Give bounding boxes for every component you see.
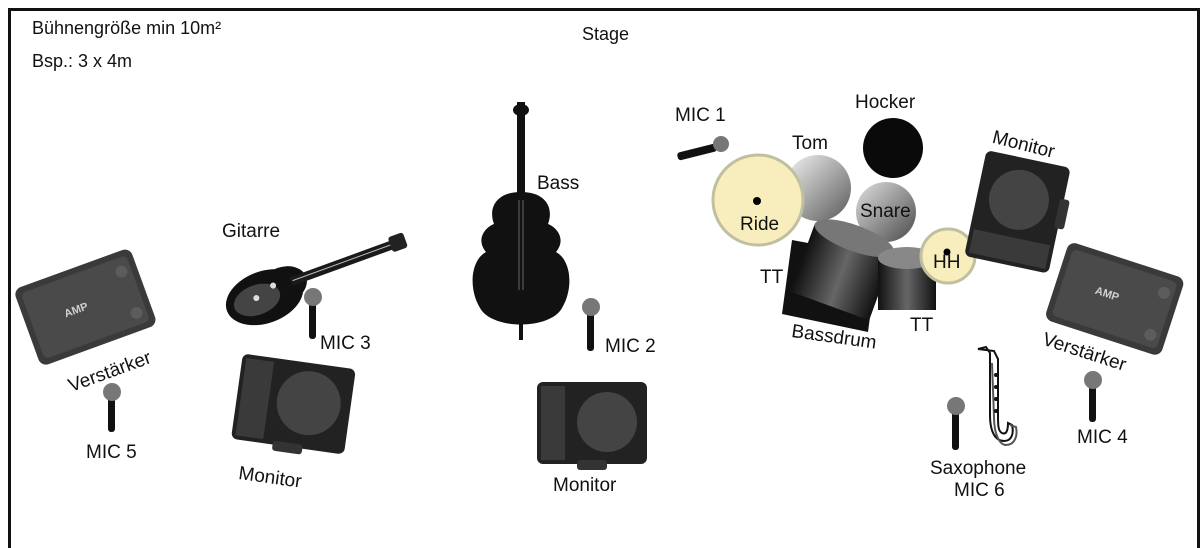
mic6-label: MIC 6 <box>954 480 1005 501</box>
mic6-icon <box>947 397 965 450</box>
mic1-icon <box>677 136 729 161</box>
mic4-icon <box>1084 371 1102 422</box>
tt-left-label: TT <box>760 267 784 288</box>
stage-frame <box>8 8 1200 548</box>
guitar-icon <box>225 232 408 326</box>
amp-left-icon: AMP <box>15 249 156 365</box>
stage-example-note: Bsp.: 3 x 4m <box>32 51 133 71</box>
mic2-label: MIC 2 <box>605 336 656 357</box>
mic1-label: MIC 1 <box>675 105 726 126</box>
mic3-label: MIC 3 <box>320 333 371 354</box>
mic2-icon <box>582 298 600 351</box>
hocker-label: Hocker <box>855 92 916 113</box>
monitor-center-label: Monitor <box>553 475 617 496</box>
mic4-label: MIC 4 <box>1077 427 1128 448</box>
monitor-center-icon <box>537 382 647 470</box>
saxophone-icon <box>977 345 1018 447</box>
mic3-icon <box>304 288 322 339</box>
bass-label: Bass <box>537 173 580 194</box>
monitor-right-icon <box>965 151 1070 273</box>
gitarre-label: Gitarre <box>222 221 281 242</box>
drum-kit-icon <box>711 118 977 332</box>
hh-label: HH <box>933 252 961 273</box>
upright-bass-icon <box>472 102 570 340</box>
tom-label: Tom <box>792 133 828 154</box>
tt-right-label: TT <box>910 315 934 336</box>
saxophone-label: Saxophone <box>930 458 1027 479</box>
amp-right-icon: AMP <box>1046 243 1184 355</box>
mic5-icon <box>103 383 121 432</box>
snare-label: Snare <box>860 201 911 222</box>
mic5-label: MIC 5 <box>86 442 137 463</box>
stage-title: Stage <box>582 24 630 44</box>
stage-size-note: Bühnengröße min 10m² <box>32 18 222 38</box>
ride-label: Ride <box>740 214 780 235</box>
monitor-left-icon <box>231 354 356 455</box>
